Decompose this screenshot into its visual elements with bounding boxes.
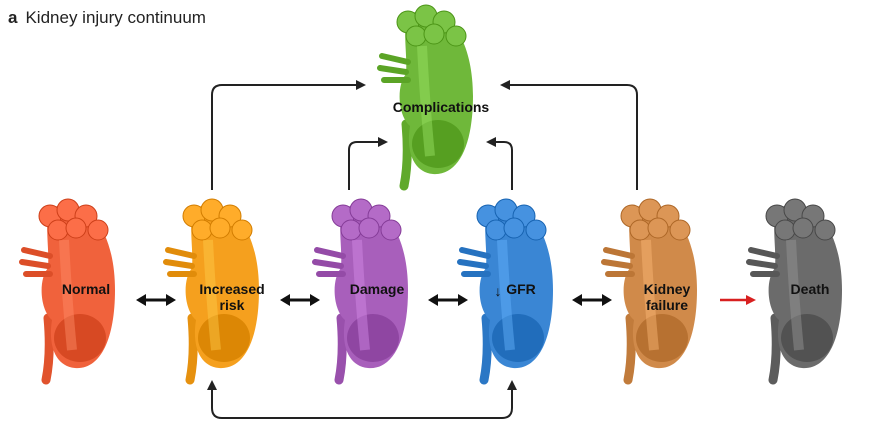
label-kidney-failure-line2: failure <box>646 297 688 313</box>
double-arrows <box>136 294 756 306</box>
arrowheads <box>207 80 517 390</box>
arrow-damage-to-complications <box>348 141 380 190</box>
label-gfr: GFR <box>506 281 536 297</box>
arrow-gfr-to-complications <box>492 141 513 190</box>
label-damage: Damage <box>350 281 405 297</box>
arrowhead-complications-right <box>500 80 510 90</box>
double-arrow-damage-gfr <box>428 294 468 306</box>
label-increased-risk-line1: Increased <box>199 281 264 297</box>
label-increased-risk-line2: risk <box>220 297 245 313</box>
double-arrow-normal-risk <box>136 294 176 306</box>
gfr-down-arrow: ↓ <box>495 283 502 299</box>
arrowhead-complications-gfr <box>486 137 496 147</box>
kidney-death <box>746 198 842 385</box>
panel-title: a Kidney injury continuum <box>8 8 206 28</box>
label-complications: Complications <box>393 99 490 115</box>
connectors <box>211 84 638 419</box>
arrow-bottom-loop <box>211 388 513 419</box>
label-death: Death <box>791 281 830 297</box>
double-arrow-risk-damage <box>280 294 320 306</box>
kidney-increased-risk <box>163 198 259 385</box>
arrow-failure-to-complications <box>508 84 638 190</box>
panel-title-text: Kidney injury continuum <box>25 8 206 27</box>
label-kidney-failure-line1: Kidney <box>644 281 691 297</box>
kidney-complications <box>377 4 473 191</box>
arrowhead-complications-damage <box>378 137 388 147</box>
kidney-damage <box>312 198 408 385</box>
arrow-risk-to-complications <box>211 84 358 190</box>
kidney-normal <box>19 198 116 385</box>
arrowhead-bottom-left <box>207 380 217 390</box>
kidney-gfr <box>457 198 553 385</box>
arrowhead-bottom-right <box>507 380 517 390</box>
arrowhead-complications-left <box>356 80 366 90</box>
double-arrow-gfr-failure <box>572 294 612 306</box>
arrow-failure-to-death <box>720 295 756 305</box>
label-normal: Normal <box>62 281 110 297</box>
kidney-failure <box>601 198 697 385</box>
panel-letter: a <box>8 8 18 27</box>
